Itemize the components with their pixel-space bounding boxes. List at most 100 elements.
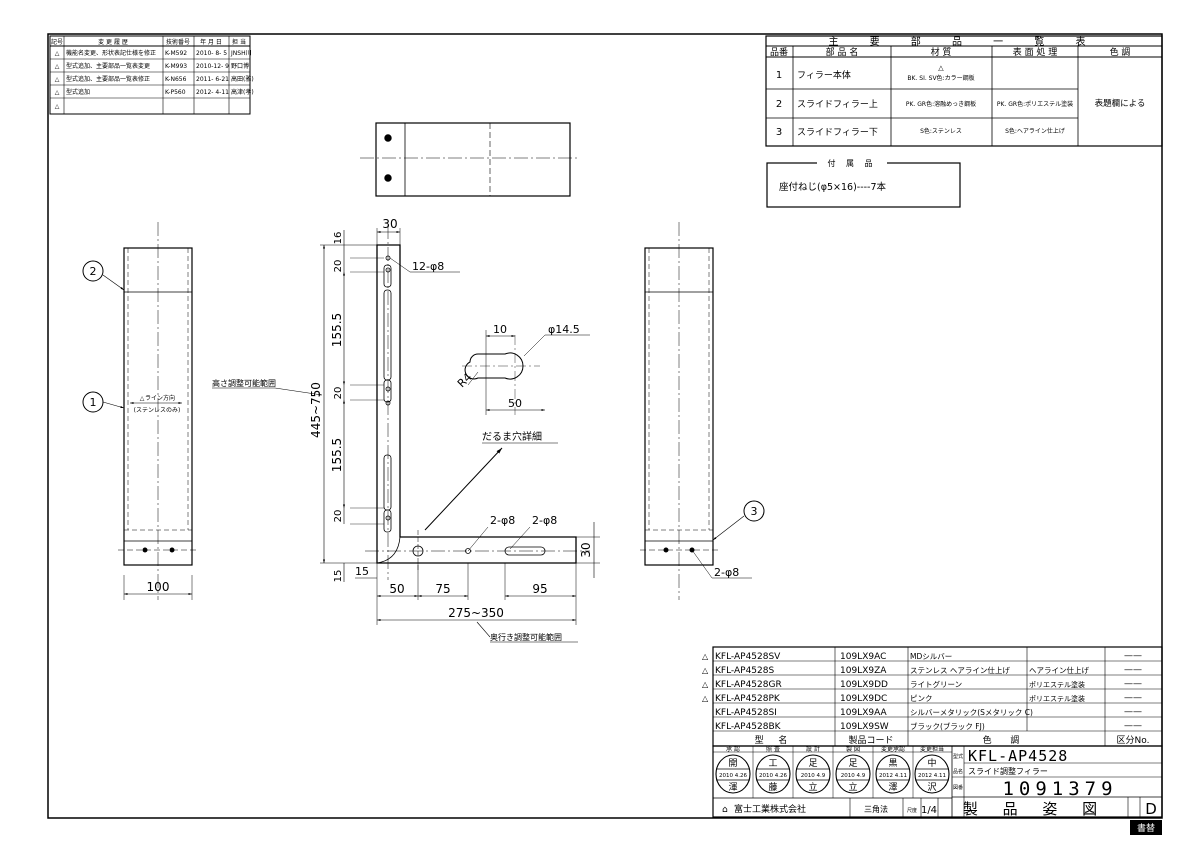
svg-text:KFL-AP4528S: KFL-AP4528S bbox=[715, 666, 774, 676]
svg-text:K-N656: K-N656 bbox=[165, 76, 187, 83]
sheet-size: D bbox=[1145, 800, 1157, 818]
svg-text:変更承認: 変更承認 bbox=[881, 745, 905, 753]
left-view-dims: 100 bbox=[123, 575, 193, 600]
svg-text:足: 足 bbox=[848, 758, 857, 769]
svg-text:型式追加、主要部品一覧表変更: 型式追加、主要部品一覧表変更 bbox=[66, 62, 150, 70]
svg-text:S色:ステンレス: S色:ステンレス bbox=[920, 127, 962, 135]
detail-dim-145: φ14.5 bbox=[548, 323, 580, 336]
svg-text:——: —— bbox=[1124, 721, 1142, 731]
svg-text:2-φ8: 2-φ8 bbox=[714, 566, 739, 579]
svg-text:△: △ bbox=[55, 103, 60, 110]
svg-text:ステンレス ヘアライン仕上げ: ステンレス ヘアライン仕上げ bbox=[910, 665, 1010, 675]
svg-text:△: △ bbox=[702, 666, 709, 675]
callout-1: 1 bbox=[82, 391, 125, 413]
svg-text:製 図: 製 図 bbox=[846, 745, 860, 753]
detail-dim-10: 10 bbox=[493, 323, 507, 336]
svg-text:変更担当: 変更担当 bbox=[920, 745, 944, 753]
svg-text:2012 4.11: 2012 4.11 bbox=[918, 773, 946, 779]
svg-text:K-M592: K-M592 bbox=[165, 50, 187, 57]
svg-text:109LX9DD: 109LX9DD bbox=[840, 680, 888, 690]
rev-header-no: 技術番号 bbox=[166, 38, 190, 46]
svg-text:立: 立 bbox=[848, 781, 857, 793]
hole-2-a-label: 2-φ8 bbox=[490, 514, 515, 527]
svg-text:ライトグリーン: ライトグリーン bbox=[910, 679, 962, 689]
svg-text:藤: 藤 bbox=[768, 781, 777, 793]
svg-text:KFL-AP4528SV: KFL-AP4528SV bbox=[715, 652, 781, 662]
accessory-text: 座付ねじ(φ5×16)----7本 bbox=[779, 181, 887, 193]
svg-text:2: 2 bbox=[90, 265, 97, 278]
svg-text:2012- 4-11: 2012- 4-11 bbox=[196, 89, 229, 96]
doc-type: 製 品 姿 図 bbox=[963, 800, 1107, 818]
svg-text:1: 1 bbox=[90, 396, 97, 409]
svg-text:——: —— bbox=[1124, 679, 1142, 689]
svg-text:(ステンレスのみ): (ステンレスのみ) bbox=[134, 407, 181, 414]
svg-text:照 査: 照 査 bbox=[766, 745, 780, 753]
svg-text:型式追加、主要部品一覧表修正: 型式追加、主要部品一覧表修正 bbox=[66, 75, 150, 83]
dim-15-bottom: 15 bbox=[355, 565, 369, 578]
svg-text:△: △ bbox=[702, 680, 709, 689]
title-model: KFL-AP4528 bbox=[968, 747, 1068, 765]
svg-text:高津(孝): 高津(孝) bbox=[231, 88, 254, 96]
svg-text:2010 4.26: 2010 4.26 bbox=[719, 773, 747, 779]
svg-text:2010 4.26: 2010 4.26 bbox=[759, 773, 787, 779]
dim-75: 75 bbox=[435, 582, 450, 596]
dim-155-b: 155.5 bbox=[330, 438, 344, 472]
svg-text:渾: 渾 bbox=[728, 782, 737, 793]
model-row: △ KFL-AP4528SV 109LX9AC MDシルバー —— bbox=[702, 651, 1142, 662]
svg-text:高田(雅): 高田(雅) bbox=[231, 75, 254, 83]
svg-text:2011- 6-21: 2011- 6-21 bbox=[196, 76, 229, 83]
svg-text:PK. GR色:ポリエステル塗装: PK. GR色:ポリエステル塗装 bbox=[997, 100, 1073, 108]
svg-text:承 認: 承 認 bbox=[726, 745, 740, 753]
dim-20-b: 20 bbox=[333, 387, 344, 400]
detail-dim-50: 50 bbox=[508, 397, 522, 410]
model-header-model: 型 名 bbox=[755, 734, 794, 746]
svg-text:——: —— bbox=[1124, 707, 1142, 717]
svg-text:△: △ bbox=[55, 76, 60, 83]
parts-row: 3 スライドフィラー下 S色:ステンレス S色:ヘアライン仕上げ bbox=[776, 127, 1065, 138]
svg-text:2: 2 bbox=[776, 99, 782, 110]
svg-text:KFL-AP4528BK: KFL-AP4528BK bbox=[715, 722, 782, 732]
svg-text:2010 4.9: 2010 4.9 bbox=[841, 773, 866, 779]
rev-row: △ 機能名変更、形状表記仕様を修正 K-M592 2010- 8- 5 JNSH… bbox=[55, 49, 252, 57]
parts-header-finish: 表 面 処 理 bbox=[1013, 46, 1058, 58]
svg-text:K-P560: K-P560 bbox=[165, 89, 186, 96]
detail-dim-r4: R4 bbox=[455, 371, 475, 391]
label-drawing-no: 図番 bbox=[953, 784, 963, 791]
hole-12-label: 12-φ8 bbox=[412, 260, 444, 273]
svg-text:黒: 黒 bbox=[888, 758, 897, 769]
svg-text:3: 3 bbox=[751, 505, 758, 518]
parts-header-color: 色 調 bbox=[1110, 46, 1131, 58]
label-model: 型式 bbox=[953, 753, 963, 760]
callout-3: 3 bbox=[712, 500, 765, 541]
dim-30-right: 30 bbox=[579, 542, 593, 557]
svg-text:ピンク: ピンク bbox=[910, 694, 933, 703]
line-direction-note: △ ライン方向 (ステンレスのみ) bbox=[130, 394, 182, 414]
parts-header-no: 品番 bbox=[770, 46, 788, 58]
svg-text:△: △ bbox=[702, 694, 709, 703]
svg-text:フィラー本体: フィラー本体 bbox=[797, 69, 851, 81]
svg-text:2010-12- 9: 2010-12- 9 bbox=[196, 63, 229, 70]
dim-155-a: 155.5 bbox=[330, 313, 344, 347]
front-view-dims: 445~750 16 20 155.5 20 155.5 20 15 30 12… bbox=[309, 217, 600, 625]
top-view bbox=[360, 122, 578, 197]
svg-text:109LX9AC: 109LX9AC bbox=[840, 652, 886, 662]
svg-text:△: △ bbox=[938, 64, 944, 72]
svg-text:ヘアライン仕上げ: ヘアライン仕上げ bbox=[1029, 665, 1089, 675]
svg-text:PK. GR色:溶融めっき鋼板: PK. GR色:溶融めっき鋼板 bbox=[906, 100, 976, 108]
depth-range-label: 奥行き調整可能範囲 bbox=[476, 621, 578, 643]
svg-text:MDシルバー: MDシルバー bbox=[910, 652, 952, 661]
accessory-box: 付 属 品 座付ねじ(φ5×16)----7本 bbox=[766, 157, 961, 208]
dim-100: 100 bbox=[147, 580, 170, 594]
dim-50: 50 bbox=[389, 582, 404, 596]
company-name: 富士工業株式会社 bbox=[734, 803, 806, 815]
svg-text:澤: 澤 bbox=[888, 782, 897, 793]
title-drawing-no: 1091379 bbox=[1002, 778, 1117, 800]
parts-row: 2 スライドフィラー上 PK. GR色:溶融めっき鋼板 PK. GR色:ポリエス… bbox=[776, 98, 1146, 110]
scale-label: 尺度 bbox=[907, 807, 917, 814]
scale-value: 1/4 bbox=[921, 805, 937, 816]
svg-text:109LX9ZA: 109LX9ZA bbox=[840, 666, 887, 676]
svg-text:型式追加: 型式追加 bbox=[66, 88, 90, 96]
svg-text:ポリエステル塗装: ポリエステル塗装 bbox=[1029, 694, 1085, 703]
svg-text:3: 3 bbox=[776, 127, 782, 138]
